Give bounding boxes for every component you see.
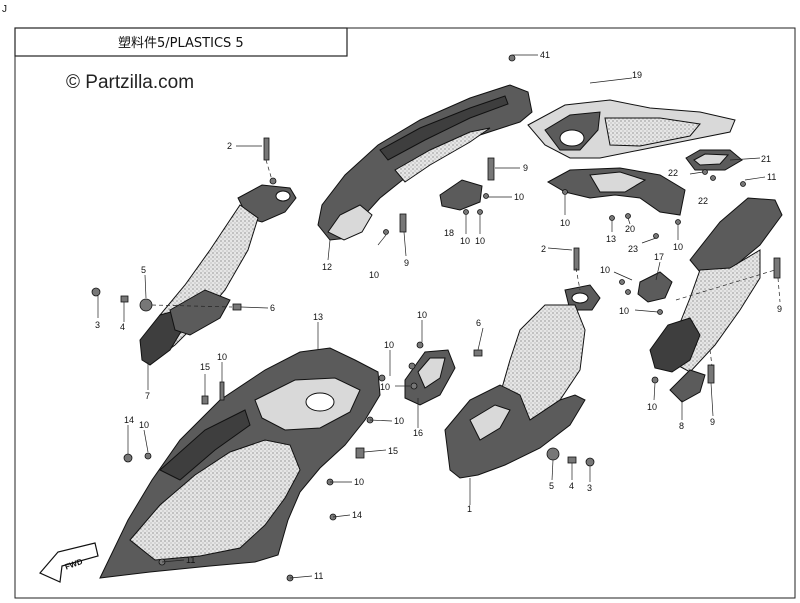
callout-11: 11 bbox=[767, 172, 776, 182]
callout-9: 9 bbox=[777, 304, 782, 314]
diagram-title: 塑料件5/PLASTICS 5 bbox=[118, 36, 244, 51]
callout-10: 10 bbox=[354, 477, 364, 487]
callout-8: 8 bbox=[679, 421, 684, 431]
callout-10: 10 bbox=[369, 270, 379, 280]
callout-15: 15 bbox=[388, 446, 398, 456]
part-17-clip-bracket bbox=[637, 271, 673, 303]
part-21-bracket bbox=[685, 149, 743, 171]
callout-10: 10 bbox=[384, 340, 394, 350]
part-7-lower-trim bbox=[169, 289, 231, 336]
part-2-left-side-panel bbox=[139, 184, 297, 366]
callout-10: 10 bbox=[394, 416, 404, 426]
callout-10: 10 bbox=[139, 420, 149, 430]
callout-10: 10 bbox=[673, 242, 683, 252]
part-16-bracket bbox=[404, 349, 456, 406]
callout-41: 41 bbox=[540, 50, 550, 60]
diagram-frame bbox=[14, 27, 796, 599]
callout-13: 13 bbox=[606, 234, 616, 244]
callout-17: 17 bbox=[654, 252, 664, 262]
corner-mark: J bbox=[2, 4, 7, 15]
callout-3: 3 bbox=[95, 320, 100, 330]
callout-10: 10 bbox=[217, 352, 227, 362]
callout-9: 9 bbox=[710, 417, 715, 427]
part-8-right-rear-panel bbox=[649, 197, 783, 403]
callout-18: 18 bbox=[444, 228, 454, 238]
callout-20: 20 bbox=[625, 224, 635, 234]
fasteners bbox=[91, 54, 781, 582]
part-1-right-side-panel bbox=[444, 284, 601, 479]
callout-10: 10 bbox=[380, 382, 390, 392]
callout-6: 6 bbox=[270, 303, 275, 313]
watermark: © Partzilla.com bbox=[66, 72, 194, 93]
callout-19: 19 bbox=[632, 70, 642, 80]
callout-10: 10 bbox=[417, 310, 427, 320]
callout-10: 10 bbox=[475, 236, 485, 246]
part-18-small-bracket bbox=[439, 179, 483, 211]
part-12-center-cowl bbox=[317, 84, 533, 241]
part-19-rear-cover bbox=[527, 99, 736, 159]
callout-11: 11 bbox=[314, 571, 323, 581]
callout-9: 9 bbox=[523, 163, 528, 173]
callout-4: 4 bbox=[569, 481, 574, 491]
callout-14: 14 bbox=[124, 415, 134, 425]
callout-22: 22 bbox=[668, 168, 678, 178]
part-13-floor-panel bbox=[99, 347, 381, 579]
callout-9: 9 bbox=[404, 258, 409, 268]
callout-15: 15 bbox=[200, 362, 210, 372]
callout-2: 2 bbox=[541, 244, 546, 254]
callout-13: 13 bbox=[313, 312, 323, 322]
callout-12: 12 bbox=[322, 262, 332, 272]
callout-10: 10 bbox=[619, 306, 629, 316]
callout-22: 22 bbox=[698, 196, 708, 206]
forward-arrow: FWD bbox=[39, 542, 99, 583]
callout-5: 5 bbox=[141, 265, 146, 275]
callout-numbers: 41 19 2 9 21 10 22 11 22 18 10 10 10 13 … bbox=[95, 50, 782, 581]
callout-16: 16 bbox=[413, 428, 423, 438]
callout-10: 10 bbox=[600, 265, 610, 275]
callout-10: 10 bbox=[514, 192, 524, 202]
callout-11: 11 bbox=[186, 555, 195, 565]
callout-10: 10 bbox=[460, 236, 470, 246]
callout-7: 7 bbox=[145, 391, 150, 401]
leader-lines bbox=[97, 54, 781, 579]
callout-23: 23 bbox=[628, 244, 638, 254]
callout-3: 3 bbox=[587, 483, 592, 493]
callout-10: 10 bbox=[647, 402, 657, 412]
callout-6: 6 bbox=[476, 318, 481, 328]
callout-5: 5 bbox=[549, 481, 554, 491]
part-20-rear-bracket bbox=[546, 167, 686, 216]
callout-1: 1 bbox=[467, 504, 472, 514]
callout-4: 4 bbox=[120, 322, 125, 332]
callout-21: 21 bbox=[761, 154, 771, 164]
callout-2: 2 bbox=[227, 141, 232, 151]
title-box: 塑料件5/PLASTICS 5 bbox=[14, 27, 348, 57]
callout-10: 10 bbox=[560, 218, 570, 228]
callout-14: 14 bbox=[352, 510, 362, 520]
